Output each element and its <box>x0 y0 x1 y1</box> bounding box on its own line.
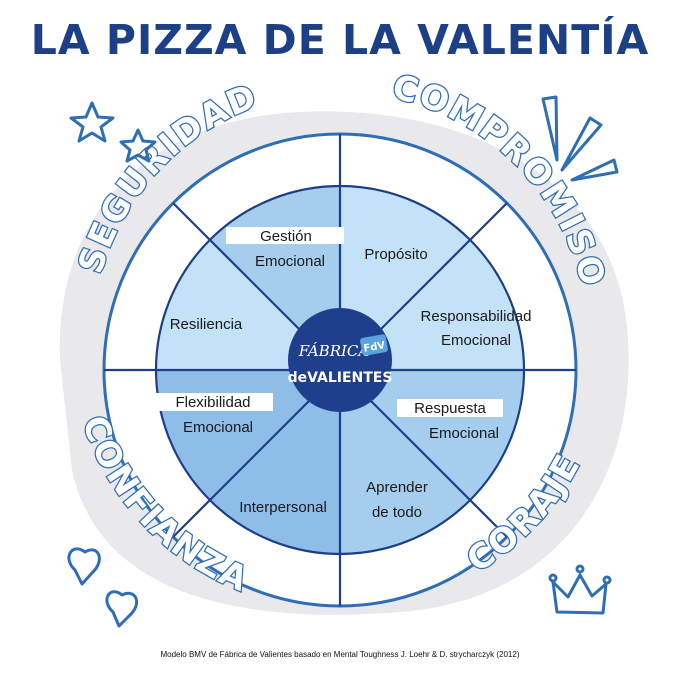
slice-label-proposito: Propósito <box>364 246 427 263</box>
slice-label-flexibilidad-2: Emocional <box>183 419 253 436</box>
star-icon <box>69 101 115 143</box>
page-title: LA PIZZA DE LA VALENTÍA <box>30 16 650 64</box>
star-icon <box>119 128 157 163</box>
heart-icon <box>67 547 101 586</box>
logo-badge-text: FdV <box>363 340 387 355</box>
burst-icon <box>541 95 619 182</box>
slice-interpersonal <box>210 370 340 554</box>
slice-label-respuesta-1: Respuesta <box>414 400 486 417</box>
slice-label-gestion-2: Emocional <box>255 253 325 270</box>
logo-line2: deVALIENTES <box>288 370 393 386</box>
label-highlight-respuesta <box>397 399 503 417</box>
logo-badge <box>360 334 388 356</box>
slice-label-gestion-1: Gestión <box>260 228 312 245</box>
label-highlight-gestion <box>226 227 344 244</box>
slice-label-flexibilidad-1: Flexibilidad <box>175 394 250 411</box>
slice-label-responsabilidad-2: Emocional <box>441 332 511 349</box>
heart-icon <box>105 590 139 628</box>
slice-aprender <box>340 370 470 554</box>
logo-line1: FÁBRICA <box>298 342 370 360</box>
footnote: Modelo BMV de Fábrica de Valientes basad… <box>160 650 520 659</box>
logo-circle <box>288 308 392 412</box>
slice-label-aprender-2: de todo <box>372 504 422 521</box>
slice-label-interpersonal: Interpersonal <box>239 499 327 516</box>
slice-label-responsabilidad-1: Responsabilidad <box>421 308 532 325</box>
slice-label-aprender-1: Aprender <box>366 479 428 496</box>
label-highlight-flexibilidad <box>153 393 273 411</box>
pizza-border <box>154 184 526 556</box>
slice-label-resiliencia: Resiliencia <box>170 316 243 333</box>
crown-icon <box>548 564 612 615</box>
slice-label-respuesta-2: Emocional <box>429 425 499 442</box>
